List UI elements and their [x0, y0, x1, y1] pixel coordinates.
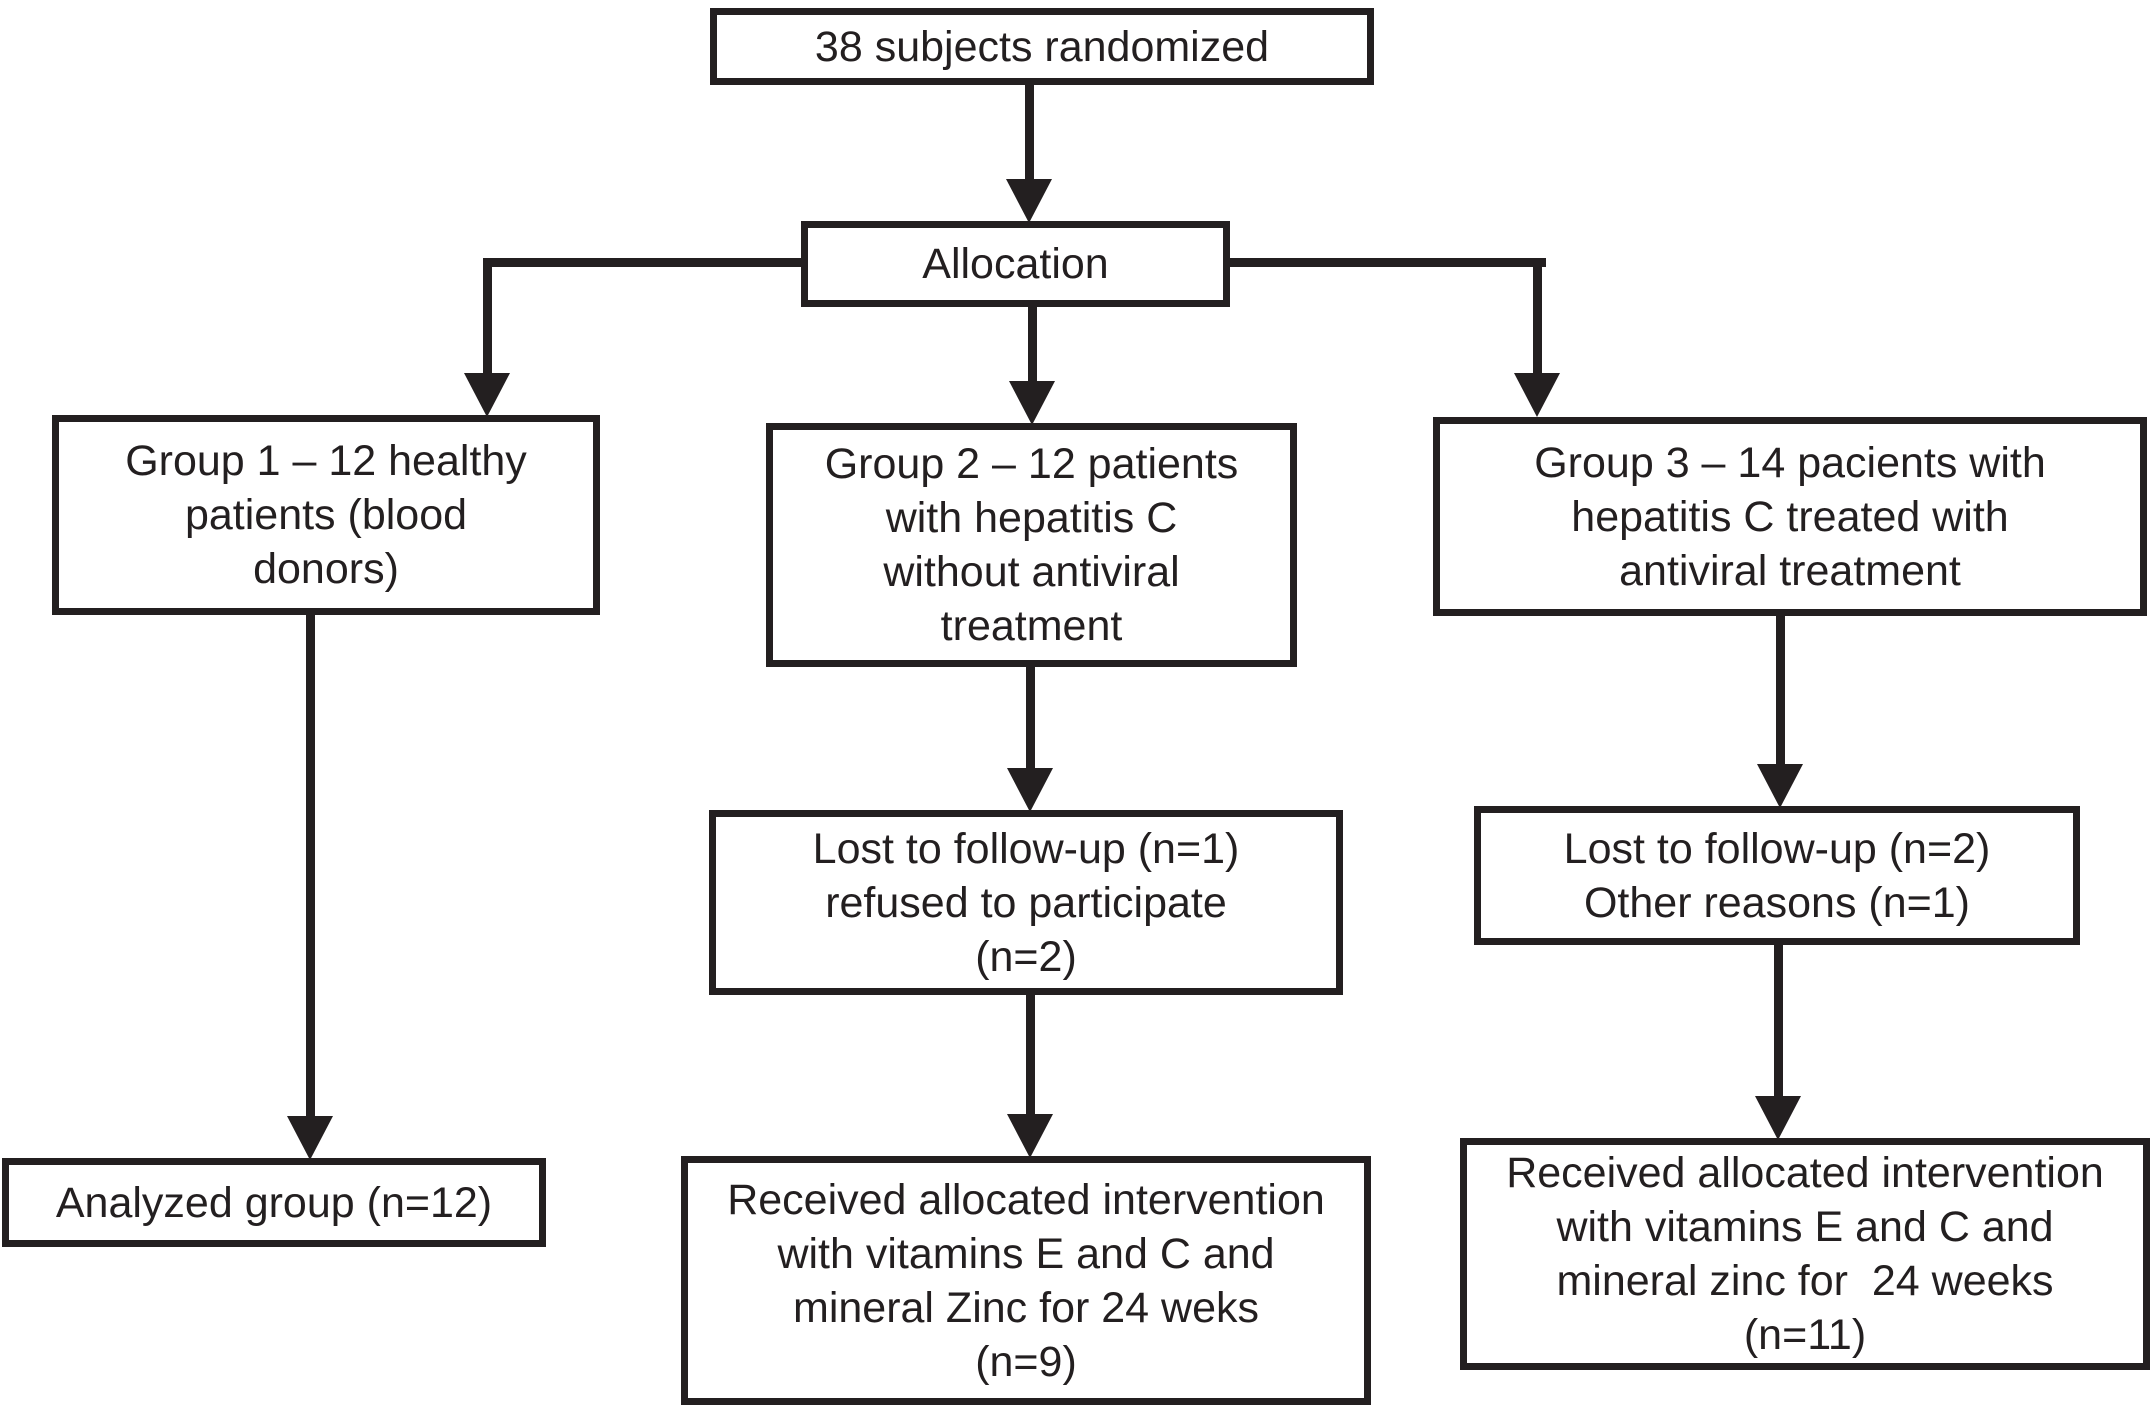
- connector-lost-received9: [1026, 995, 1035, 1118]
- node-lost-followup-group3: Lost to follow-up (n=2) Other reasons (n…: [1474, 806, 2080, 945]
- arrow-down-icon: [464, 373, 510, 417]
- connector-group3-lost: [1776, 616, 1785, 768]
- node-group1-healthy-patients: Group 1 – 12 healthy patients (blood don…: [52, 415, 600, 615]
- node-allocation: Allocation: [801, 221, 1230, 307]
- arrow-down-icon: [1755, 1096, 1801, 1140]
- node-lost-followup-group2: Lost to follow-up (n=1) refused to parti…: [709, 810, 1343, 995]
- connector-randomized-allocation: [1025, 85, 1034, 181]
- arrow-down-icon: [1006, 179, 1052, 223]
- connector-lost-received11: [1774, 945, 1783, 1100]
- arrow-down-icon: [1757, 764, 1803, 808]
- node-received-intervention-group2: Received allocated intervention with vit…: [681, 1156, 1371, 1405]
- connector-branch-right: [1226, 258, 1546, 267]
- arrow-down-icon: [1514, 373, 1560, 417]
- arrow-down-icon: [1007, 768, 1053, 812]
- connector-allocation-group1: [483, 258, 492, 377]
- connector-allocation-group2: [1028, 307, 1037, 385]
- connector-allocation-group3: [1533, 258, 1542, 377]
- connector-group1-analyzed: [306, 614, 315, 1120]
- node-analyzed-group: Analyzed group (n=12): [2, 1158, 546, 1247]
- arrow-down-icon: [1009, 381, 1055, 425]
- connector-group2-lost: [1026, 667, 1035, 772]
- arrow-down-icon: [1007, 1114, 1053, 1158]
- node-subjects-randomized: 38 subjects randomized: [710, 8, 1374, 85]
- node-group2-hepatitis-no-antiviral: Group 2 – 12 patients with hepatitis C w…: [766, 423, 1297, 667]
- arrow-down-icon: [287, 1116, 333, 1160]
- node-group3-hepatitis-antiviral: Group 3 – 14 pacients with hepatitis C t…: [1433, 417, 2147, 616]
- connector-branch-left: [483, 258, 805, 267]
- node-received-intervention-group3: Received allocated intervention with vit…: [1460, 1138, 2150, 1370]
